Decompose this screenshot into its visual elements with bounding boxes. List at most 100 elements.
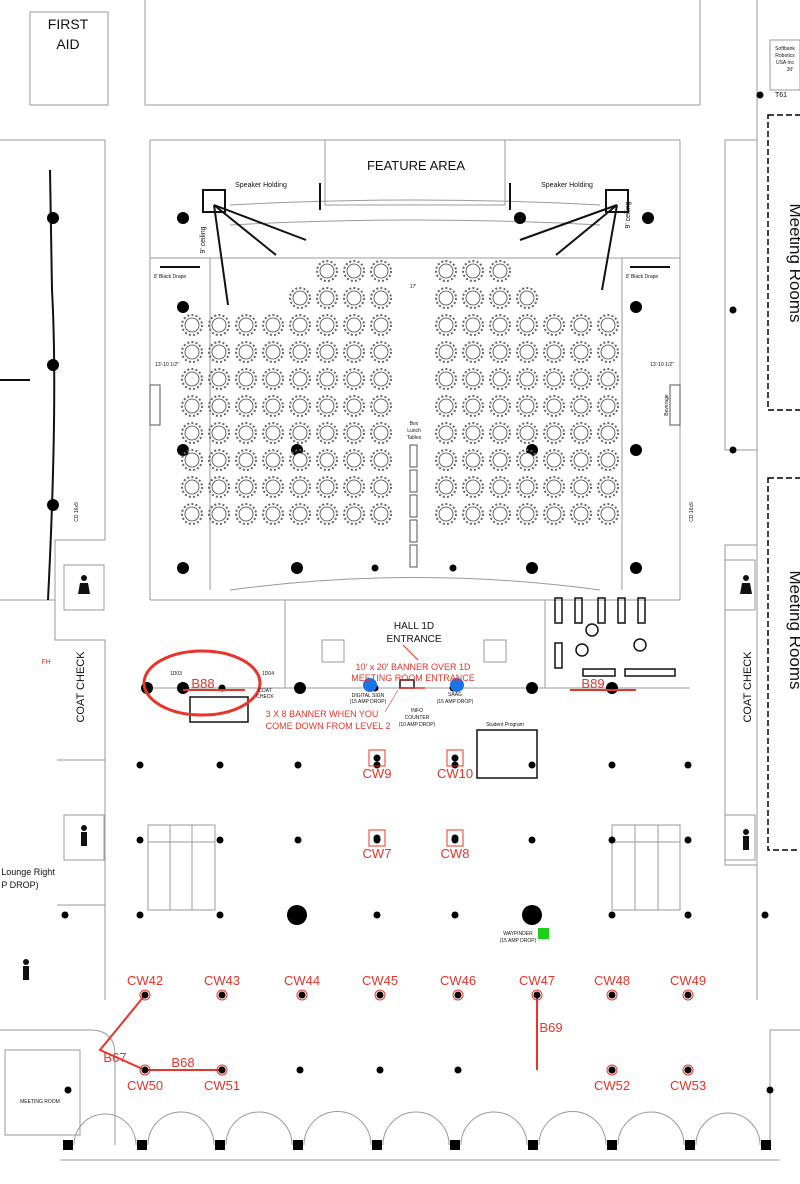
entrance-door-arch[interactable] [73, 1113, 137, 1146]
column [294, 761, 302, 769]
banner-3x8-note: 3 X 8 BANNER WHEN YOU [266, 709, 379, 719]
round-table [289, 476, 311, 498]
banner-b68-label[interactable]: B68 [171, 1055, 194, 1070]
saag-marker[interactable] [450, 678, 464, 692]
round-table [543, 503, 565, 525]
column [630, 301, 642, 313]
banner-b69-label[interactable]: B69 [539, 1020, 562, 1035]
entrance-door-arch[interactable] [538, 1111, 607, 1146]
round-table [370, 368, 392, 390]
entrance-door-arch[interactable] [695, 1112, 761, 1146]
meeting-rooms-top-box[interactable] [767, 114, 800, 411]
column [451, 911, 459, 919]
beverage-station-left [149, 384, 161, 426]
info-counter-label: COUNTER [405, 715, 430, 721]
column [291, 562, 303, 574]
round-table [543, 449, 565, 471]
column-wrap-cw47[interactable]: CW47 [519, 973, 555, 1001]
round-table [262, 449, 284, 471]
door-pier [761, 1140, 771, 1150]
column-wrap-label: CW8 [441, 846, 470, 861]
round-table [316, 287, 338, 309]
round-table [462, 287, 484, 309]
box-lunch-label: Tables [407, 435, 422, 441]
round-table [435, 287, 457, 309]
round-table [516, 503, 538, 525]
round-table [343, 422, 365, 444]
column-wrap-label: CW45 [362, 973, 398, 988]
round-table [570, 422, 592, 444]
column-wrap-cw49[interactable]: CW49 [670, 973, 706, 1001]
round-table [316, 314, 338, 336]
wayfinder-marker[interactable] [538, 928, 549, 939]
round-table [289, 503, 311, 525]
round-table [462, 395, 484, 417]
entrance-door-arch[interactable] [303, 1111, 372, 1146]
digital-sign-power: (15 AMP DROP) [350, 699, 387, 705]
digital-sign-marker[interactable] [363, 678, 377, 692]
round-table [181, 395, 203, 417]
round-table [181, 422, 203, 444]
restroom-men-icon [743, 829, 749, 850]
coat-check-small-label: CHECK [256, 694, 274, 700]
round-table [435, 476, 457, 498]
round-table [516, 287, 538, 309]
beverage-station-right [669, 384, 681, 426]
column-wrap-label: CW50 [127, 1078, 163, 1093]
beverage-label: Beverage [664, 394, 670, 416]
column [216, 761, 224, 769]
entrance-door-arch[interactable] [147, 1111, 215, 1146]
round-table [208, 368, 230, 390]
round-table [462, 260, 484, 282]
dimension-label: 13'-10 1/2" [155, 362, 179, 368]
banner-b67-label[interactable]: B67 [103, 1050, 126, 1065]
round-table [370, 395, 392, 417]
column-wrap-cw46[interactable]: CW46 [440, 973, 476, 1001]
round-table [489, 422, 511, 444]
banner-b89-label[interactable]: B89 [581, 676, 604, 691]
entrance-door-arch[interactable] [617, 1111, 685, 1146]
round-table [235, 341, 257, 363]
coat-check-small-label: COAT [258, 688, 272, 694]
wayfinder-label: WAYFINDER [503, 931, 533, 937]
column-wrap-cw42[interactable]: CW42 [127, 973, 163, 1001]
round-table [343, 341, 365, 363]
column [294, 836, 302, 844]
round-table [262, 368, 284, 390]
round-table [343, 503, 365, 525]
column-wrap-cw10[interactable]: CW10 [437, 749, 473, 781]
door-pier [528, 1140, 538, 1150]
door-pier [685, 1140, 695, 1150]
column-wrap-cw52[interactable]: CW52 [594, 1064, 630, 1093]
column-wrap-cw53[interactable]: CW53 [670, 1064, 706, 1093]
exhibitor-booth[interactable] [769, 39, 800, 91]
banner-b88-label[interactable]: B88 [191, 676, 214, 691]
entrance-door-arch[interactable] [225, 1111, 293, 1146]
entrance-door-arch[interactable] [460, 1111, 528, 1146]
column-wrap-cw45[interactable]: CW45 [362, 973, 398, 1001]
round-table [489, 503, 511, 525]
speaker-holding-label: Speaker Holding [541, 182, 593, 189]
column-wrap-cw8[interactable]: CW8 [441, 829, 470, 861]
round-table [235, 368, 257, 390]
column-wrap-cw7[interactable]: CW7 [363, 829, 392, 861]
ceiling-label: 9' ceiling [200, 226, 207, 253]
column [630, 444, 642, 456]
round-table [316, 395, 338, 417]
column-wrap-cw43[interactable]: CW43 [204, 973, 240, 1001]
column-wrap-cw48[interactable]: CW48 [594, 973, 630, 1001]
column-wrap-cw50[interactable]: CW50 [127, 1064, 163, 1093]
column-wrap-cw51[interactable]: CW51 [204, 1064, 240, 1093]
column-wrap-cw44[interactable]: CW44 [284, 973, 320, 1001]
round-table [597, 368, 619, 390]
round-table [289, 314, 311, 336]
column [61, 911, 69, 919]
column-wrap-cw9[interactable]: CW9 [363, 749, 392, 781]
round-table [370, 449, 392, 471]
entrance-door-arch[interactable] [382, 1111, 450, 1146]
column [522, 905, 542, 925]
box-lunch-label: Box [410, 421, 419, 427]
round-table [316, 422, 338, 444]
meeting-rooms-bottom-box[interactable] [767, 477, 800, 851]
round-table [343, 449, 365, 471]
